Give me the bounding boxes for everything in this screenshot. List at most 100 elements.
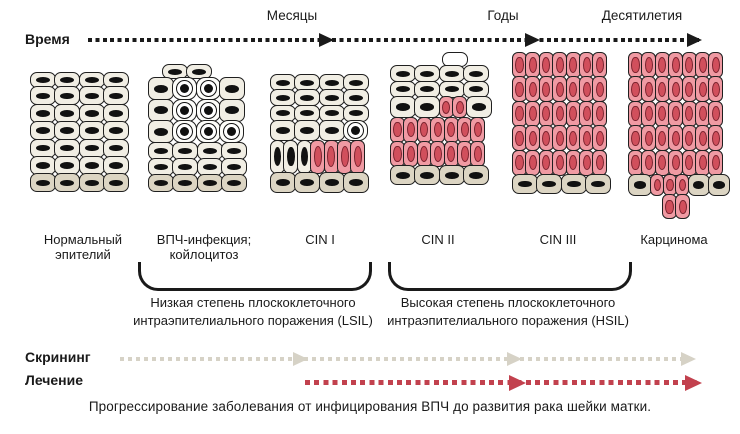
nucleus	[36, 110, 50, 117]
normal-squamous-cell	[414, 65, 441, 83]
normal-squamous-cell	[54, 156, 81, 176]
basal-cell	[585, 174, 612, 195]
dysplastic-pink-cell	[457, 116, 473, 143]
nucleus	[569, 106, 578, 122]
nucleus	[528, 106, 537, 122]
dysplastic-pink-cell	[668, 52, 684, 78]
screening-arrow	[120, 352, 696, 366]
nucleus	[396, 103, 410, 112]
nucleus	[469, 86, 484, 93]
nucleus	[225, 106, 240, 115]
panel-label-hpv-infection: ВПЧ-инфекция; койлоцитоз	[156, 232, 252, 262]
cell-row	[30, 156, 130, 176]
koilocyte-halo	[176, 80, 194, 98]
nucleus	[202, 147, 217, 154]
nucleus	[349, 79, 364, 86]
nucleus	[711, 130, 720, 146]
nucleus	[644, 130, 653, 146]
nucleus	[420, 172, 435, 179]
cell-row	[390, 116, 492, 143]
nucleus	[287, 147, 295, 167]
nucleus	[692, 181, 705, 189]
nucleus	[444, 172, 459, 179]
normal-squamous-cell	[463, 65, 490, 83]
normal-squamous-cell	[318, 120, 345, 142]
basal-cell	[270, 172, 296, 194]
nucleus	[528, 130, 537, 146]
cell-row	[148, 158, 248, 177]
nucleus	[528, 154, 537, 171]
dysplastic-pink-cell	[641, 76, 657, 103]
normal-squamous-cell	[221, 158, 248, 177]
cell-row	[148, 120, 247, 144]
nucleus	[433, 146, 442, 162]
nucleus	[442, 100, 451, 114]
cell-row	[512, 174, 612, 195]
normal-squamous-cell	[30, 103, 56, 123]
nucleus	[178, 163, 193, 171]
cell-row	[30, 121, 130, 141]
nucleus	[109, 92, 124, 100]
nucleus	[582, 154, 591, 171]
nucleus	[555, 154, 564, 171]
nucleus	[658, 81, 667, 98]
cell-row	[148, 174, 248, 193]
nucleus	[300, 110, 315, 117]
nucleus	[154, 180, 168, 187]
nucleus	[300, 127, 315, 135]
normal-squamous-cell	[78, 138, 105, 158]
nucleus	[666, 178, 674, 192]
dysplastic-pink-cell	[323, 139, 339, 174]
nucleus	[276, 110, 290, 117]
arrowhead-icon	[687, 33, 702, 47]
nucleus	[396, 172, 410, 179]
cell-row	[148, 77, 247, 101]
nucleus	[203, 105, 213, 115]
nucleus	[203, 84, 213, 94]
nucleus	[678, 199, 687, 215]
normal-squamous-cell	[54, 121, 81, 141]
nucleus	[698, 154, 707, 171]
panel-cin1	[270, 74, 370, 194]
normal-squamous-cell	[54, 86, 81, 106]
nucleus	[582, 106, 591, 122]
nucleus	[60, 162, 75, 169]
nucleus	[685, 81, 694, 98]
nucleus	[591, 180, 606, 188]
nucleus	[180, 127, 190, 137]
nucleus	[276, 127, 290, 135]
nucleus	[180, 105, 190, 115]
dysplastic-pink-cell	[668, 100, 684, 127]
nucleus	[633, 181, 647, 189]
basal-cell	[560, 174, 587, 195]
dotted-line	[305, 380, 700, 385]
nucleus	[678, 178, 686, 192]
dysplastic-pink-cell	[708, 125, 724, 152]
arrowhead-icon	[509, 374, 526, 391]
nucleus	[109, 127, 124, 134]
normal-squamous-cell	[103, 156, 130, 176]
nucleus	[555, 130, 564, 146]
nucleus	[542, 180, 557, 188]
nucleus	[711, 81, 720, 98]
nucleus	[324, 94, 339, 101]
normal-squamous-cell	[103, 121, 130, 141]
nucleus	[698, 81, 707, 98]
nucleus	[36, 179, 50, 187]
cell-row	[628, 76, 730, 103]
nucleus	[566, 180, 581, 188]
cell-row	[628, 174, 731, 197]
nucleus	[542, 106, 551, 122]
koilocyte	[219, 120, 245, 144]
dysplastic-pink-cell	[552, 149, 568, 176]
nucleus	[469, 70, 484, 77]
nucleus	[84, 110, 99, 117]
panel-hpv-infection	[148, 64, 248, 193]
dysplastic-pink-cell	[641, 149, 657, 176]
nucleus	[227, 180, 242, 187]
dysplastic-pink-cell	[592, 100, 608, 127]
nucleus	[273, 147, 282, 167]
nucleus	[542, 81, 551, 98]
dysplastic-pink-cell	[695, 125, 711, 152]
nucleus	[60, 92, 75, 100]
